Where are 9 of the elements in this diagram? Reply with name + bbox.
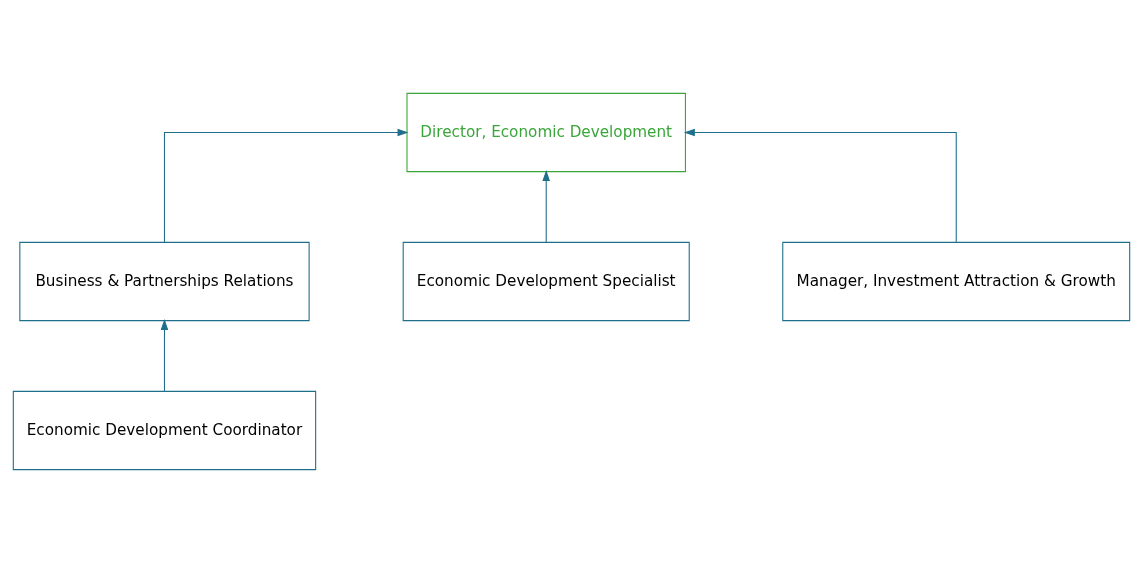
arrow — [160, 318, 169, 391]
node-box: Economic Development Specialist — [402, 241, 690, 321]
arrow — [542, 169, 551, 242]
node-box: Director, Economic Development — [406, 92, 686, 172]
node-box: Manager, Investment Attraction & Growth — [782, 241, 1131, 321]
node-box: Business & Partnerships Relations — [19, 241, 310, 321]
arrow — [163, 128, 409, 242]
node-box: Economic Development Coordinator — [12, 390, 317, 470]
arrow — [683, 128, 957, 242]
